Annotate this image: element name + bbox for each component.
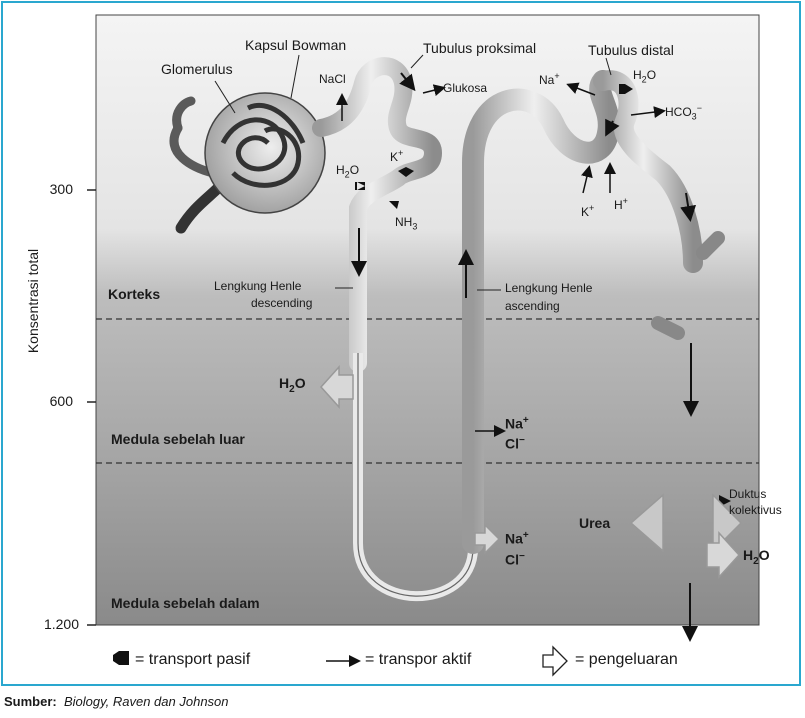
label-duct-1: Duktus bbox=[729, 487, 767, 501]
efferent-arteriole bbox=[172, 96, 196, 133]
label-hco3: HCO3− bbox=[665, 103, 702, 122]
label-h2o-proximal: H2O bbox=[336, 163, 360, 180]
bowman-capsule bbox=[204, 92, 326, 214]
label-glomerulus: Glomerulus bbox=[161, 61, 233, 77]
label-descending-1: Lengkung Henle bbox=[214, 279, 302, 293]
label-h2o-duct: H2O bbox=[743, 547, 770, 567]
legend-passive-icon bbox=[113, 651, 129, 665]
label-glucose: Glukosa bbox=[443, 81, 488, 95]
y-tick-600: 600 bbox=[49, 393, 73, 409]
label-na-outer: Na+ bbox=[505, 415, 529, 432]
label-distal-tubule: Tubulus distal bbox=[588, 42, 674, 58]
afferent-arteriole bbox=[169, 123, 218, 178]
legend-release: = pengeluaran bbox=[575, 651, 678, 668]
label-h2o-distal: H2O bbox=[633, 68, 657, 85]
label-ascending-1: Lengkung Henle bbox=[505, 281, 593, 295]
y-axis-label: Konsentrasi total bbox=[25, 248, 41, 354]
legend-passive: = transport pasif bbox=[135, 651, 251, 668]
label-k-distal: K+ bbox=[581, 203, 595, 219]
label-na-inner: Na+ bbox=[505, 530, 529, 547]
label-k-proximal: K+ bbox=[390, 148, 404, 164]
label-nh3: NH3 bbox=[395, 215, 418, 232]
zone-inner-medulla: Medula sebelah dalam bbox=[111, 595, 260, 611]
label-urea: Urea bbox=[579, 515, 611, 531]
label-nacl: NaCl bbox=[319, 72, 346, 86]
label-bowman-capsule: Kapsul Bowman bbox=[245, 37, 347, 53]
y-tick-300: 300 bbox=[49, 181, 73, 197]
ascending-limb bbox=[462, 70, 620, 554]
proximal-tubule bbox=[312, 57, 443, 372]
legend-active: = transpor aktif bbox=[365, 651, 472, 668]
label-cl-inner: Cl− bbox=[505, 551, 525, 568]
zone-outer-medulla: Medula sebelah luar bbox=[111, 431, 245, 447]
label-na-distal: Na+ bbox=[539, 71, 560, 87]
zone-cortex: Korteks bbox=[108, 286, 161, 302]
nephron-diagram bbox=[87, 14, 760, 677]
vessel-lower bbox=[175, 182, 224, 234]
glomerulus-capillaries bbox=[220, 102, 306, 188]
label-duct-2: kolektivus bbox=[729, 503, 782, 517]
label-ascending-2: ascending bbox=[505, 299, 560, 313]
label-h-distal: H+ bbox=[614, 196, 628, 212]
legend-release-icon bbox=[542, 645, 568, 677]
y-tick-1200: 1.200 bbox=[43, 616, 79, 632]
active-transport-arrows bbox=[336, 82, 731, 507]
label-proximal-tubule: Tubulus proksimal bbox=[423, 40, 537, 56]
flow-arrows bbox=[351, 72, 699, 642]
label-h2o-out: H2O bbox=[279, 375, 306, 395]
passive-transport-markers bbox=[355, 84, 633, 209]
label-descending-2: descending bbox=[251, 296, 313, 310]
leader-lines bbox=[214, 54, 612, 291]
diagram-frame: 300 600 1.200 Konsentrasi total Korteks … bbox=[1, 1, 801, 686]
release-arrows bbox=[319, 365, 743, 579]
label-cl-outer: Cl− bbox=[505, 435, 525, 452]
source-caption: Sumber: Biology, Raven dan Johnson bbox=[4, 694, 229, 709]
